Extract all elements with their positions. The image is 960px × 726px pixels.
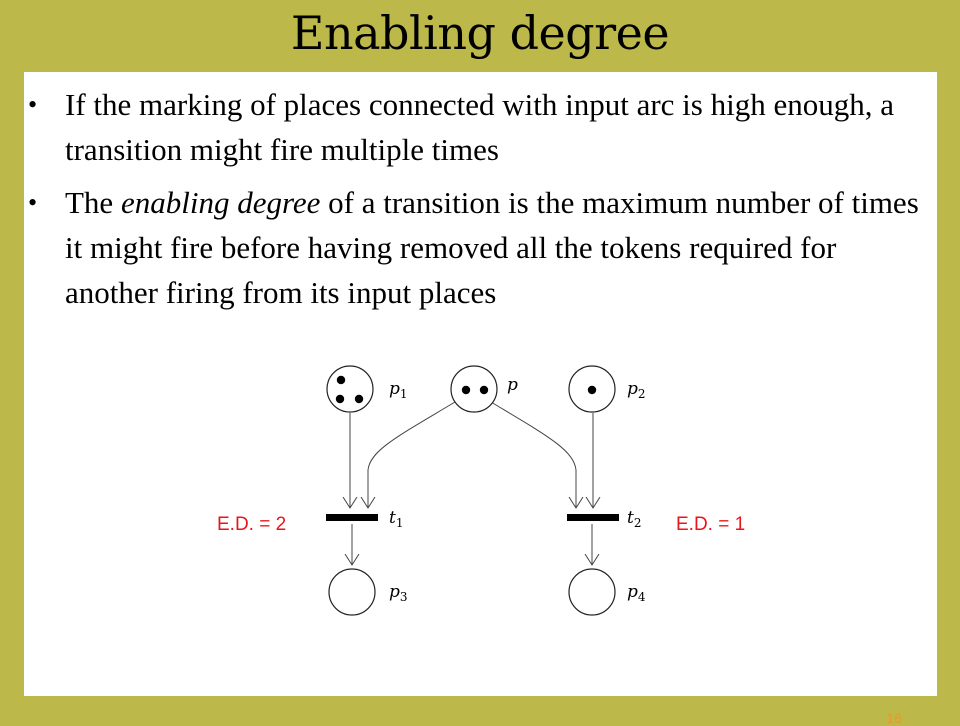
arc-p-t2 <box>490 401 576 508</box>
place-p3 <box>328 568 376 616</box>
token <box>336 375 346 385</box>
place-p4 <box>568 568 616 616</box>
token <box>335 394 345 404</box>
label-t2: t2 <box>627 508 641 530</box>
bullet-text: If the marking of places connected with … <box>65 87 894 167</box>
bullet-emphasis: enabling degree <box>120 185 321 220</box>
slide-title: Enabling degree <box>290 6 670 60</box>
token <box>354 394 364 404</box>
token <box>461 385 471 395</box>
bullet-item: • If the marking of places connected wit… <box>24 82 937 172</box>
bullet-text-before: The <box>65 185 121 220</box>
bullet-icon: • <box>28 188 38 217</box>
label-p: p <box>507 375 518 395</box>
enabling-degree-t1: E.D. = 2 <box>217 514 286 535</box>
transition-t1 <box>326 514 378 521</box>
place-p1 <box>326 365 374 413</box>
label-p4: p4 <box>627 582 646 604</box>
label-t1: t1 <box>389 508 403 530</box>
bullet-text-after: of a transition is the maximum number of… <box>65 185 919 310</box>
token <box>479 385 489 395</box>
transition-t2 <box>567 514 619 521</box>
label-p1: p1 <box>389 379 408 401</box>
bullet-icon: • <box>28 90 38 119</box>
place-p <box>450 365 498 413</box>
arc-p-t1 <box>368 401 456 508</box>
page-number: 16 <box>886 710 902 726</box>
label-p3: p3 <box>389 582 408 604</box>
bullet-item: • The enabling degree of a transition is… <box>24 180 937 315</box>
enabling-degree-t2: E.D. = 1 <box>676 514 745 535</box>
token <box>587 385 597 395</box>
bullet-list: • If the marking of places connected wit… <box>24 82 937 323</box>
label-p2: p2 <box>627 379 646 401</box>
